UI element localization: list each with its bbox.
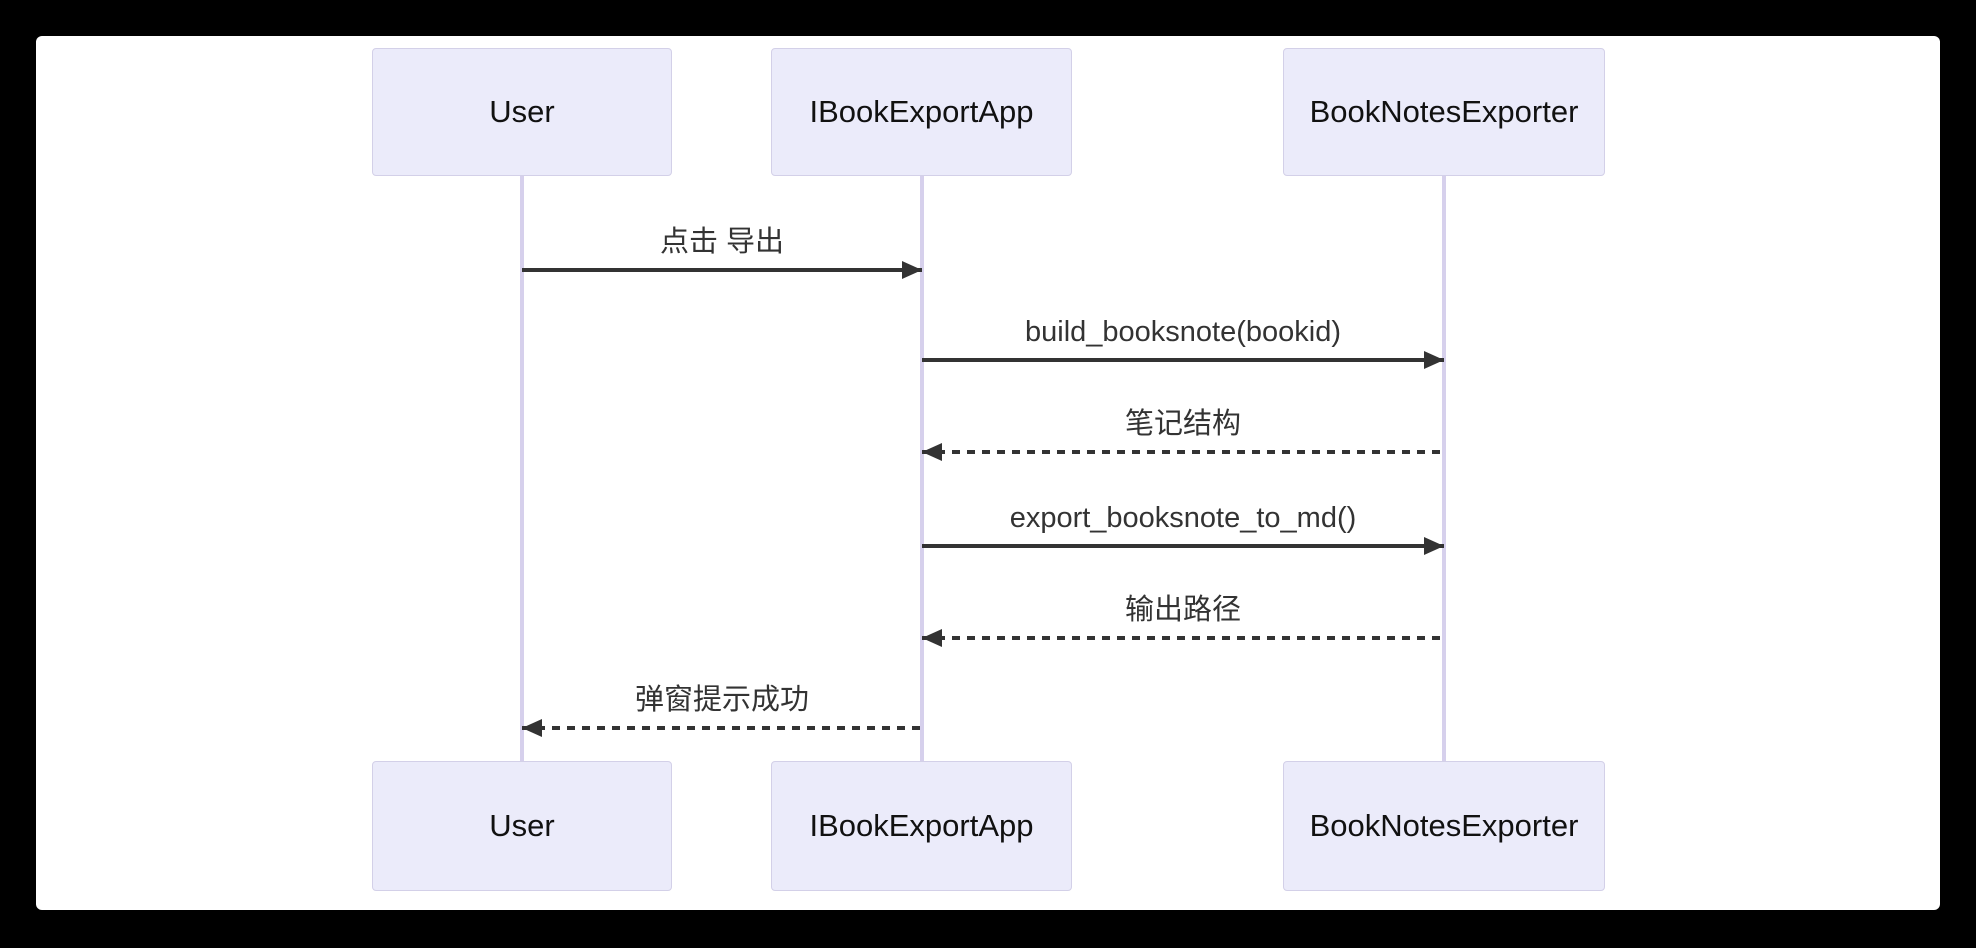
- actor-label-booknotesexporter: BookNotesExporter: [1309, 808, 1579, 843]
- message-label: export_booksnote_to_md(): [1009, 502, 1357, 534]
- message-build-booksnote: build_booksnote(bookid): [922, 315, 1444, 362]
- message-label: 点击 导出: [659, 226, 785, 258]
- dashed-arrow-left-icon: [922, 636, 1444, 640]
- dashed-arrow-left-icon: [922, 450, 1444, 454]
- message-export-booksnote: export_booksnote_to_md(): [922, 501, 1444, 548]
- message-note-structure: 笔记结构: [922, 407, 1444, 454]
- solid-arrow-right-icon: [922, 358, 1444, 362]
- message-label: 笔记结构: [1124, 408, 1241, 440]
- lifeline-booknotesexporter: [1442, 176, 1446, 761]
- diagram-canvas: User IBookExportApp BookNotesExporter 点击…: [36, 36, 1940, 910]
- actor-box-booknotesexporter-bottom: BookNotesExporter: [1283, 761, 1605, 891]
- dashed-arrow-left-icon: [522, 726, 922, 730]
- actor-box-user-bottom: User: [372, 761, 672, 891]
- lifeline-ibookexportapp: [919, 176, 924, 761]
- actor-label-user: User: [489, 808, 555, 843]
- message-label: 输出路径: [1124, 594, 1241, 626]
- actor-box-ibookexportapp-top: IBookExportApp: [771, 48, 1072, 176]
- actor-label-booknotesexporter: BookNotesExporter: [1309, 94, 1579, 129]
- actor-box-ibookexportapp-bottom: IBookExportApp: [771, 761, 1072, 891]
- solid-arrow-right-icon: [922, 544, 1444, 548]
- message-label: 弹窗提示成功: [634, 684, 809, 716]
- actor-label-ibookexportapp: IBookExportApp: [809, 808, 1034, 843]
- actor-label-user: User: [489, 94, 555, 129]
- solid-arrow-right-icon: [522, 268, 922, 272]
- lifeline-user: [520, 176, 524, 761]
- message-popup-success: 弹窗提示成功: [522, 683, 922, 730]
- actor-label-ibookexportapp: IBookExportApp: [809, 94, 1034, 129]
- actor-box-booknotesexporter-top: BookNotesExporter: [1283, 48, 1605, 176]
- message-output-path: 输出路径: [922, 593, 1444, 640]
- message-label: build_booksnote(bookid): [1025, 316, 1341, 348]
- message-click-export: 点击 导出: [522, 225, 922, 272]
- actor-box-user-top: User: [372, 48, 672, 176]
